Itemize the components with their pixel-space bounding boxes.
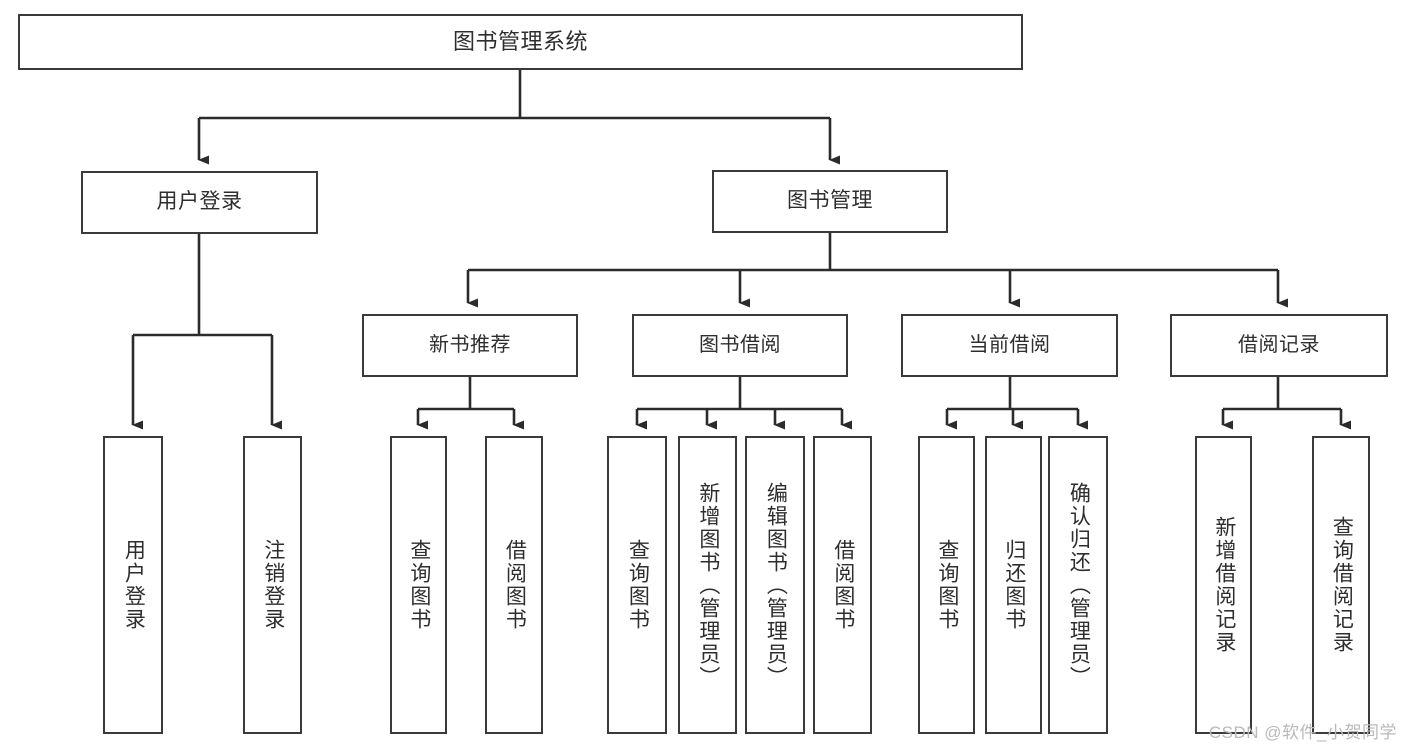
- node-label: 查询图书: [626, 539, 650, 631]
- node-user-login[interactable]: 用户登录: [81, 171, 318, 234]
- node-label: 注销登录: [261, 539, 285, 631]
- node-label: 新增借阅记录: [1212, 516, 1236, 654]
- node-label: 查询借阅记录: [1330, 516, 1354, 654]
- leaf-edit-book-admin[interactable]: 编辑图书（管理员）: [745, 436, 805, 734]
- node-label: 图书管理系统: [452, 29, 588, 55]
- node-label: 借阅记录: [1238, 334, 1320, 356]
- leaf-confirm-return-admin[interactable]: 确认归还（管理员）: [1048, 436, 1108, 734]
- node-label: 用户登录: [156, 190, 243, 214]
- leaf-borrow-book-recommend[interactable]: 借阅图书: [485, 436, 543, 734]
- node-label: 当前借阅: [968, 334, 1051, 356]
- leaf-user-login[interactable]: 用户登录: [103, 436, 163, 734]
- leaf-query-book-current[interactable]: 查询图书: [918, 436, 975, 734]
- node-label: 编辑图书（管理员）: [764, 481, 788, 689]
- node-label: 图书管理: [787, 189, 873, 213]
- node-book-management[interactable]: 图书管理: [712, 170, 948, 233]
- node-label: 借阅图书: [831, 539, 855, 631]
- node-label: 查询图书: [935, 539, 959, 631]
- leaf-add-book-admin[interactable]: 新增图书（管理员）: [678, 436, 737, 734]
- node-root[interactable]: 图书管理系统: [18, 14, 1023, 70]
- node-label: 新书推荐: [429, 334, 511, 356]
- leaf-borrow-book[interactable]: 借阅图书: [813, 436, 872, 734]
- node-label: 借阅图书: [503, 539, 527, 631]
- node-current-borrow[interactable]: 当前借阅: [901, 314, 1118, 377]
- node-label: 确认归还（管理员）: [1067, 481, 1091, 689]
- node-label: 用户登录: [122, 539, 146, 631]
- node-label: 查询图书: [407, 539, 431, 631]
- node-book-borrow[interactable]: 图书借阅: [632, 314, 848, 377]
- leaf-query-borrow-record[interactable]: 查询借阅记录: [1312, 436, 1370, 734]
- leaf-add-borrow-record[interactable]: 新增借阅记录: [1195, 436, 1252, 734]
- leaf-query-book-borrow[interactable]: 查询图书: [607, 436, 667, 734]
- leaf-return-book[interactable]: 归还图书: [985, 436, 1042, 734]
- leaf-query-book-recommend[interactable]: 查询图书: [390, 436, 447, 734]
- node-label: 新增图书（管理员）: [696, 481, 720, 689]
- node-label: 图书借阅: [699, 334, 781, 356]
- leaf-logout[interactable]: 注销登录: [243, 436, 302, 734]
- node-borrow-record[interactable]: 借阅记录: [1170, 314, 1388, 377]
- node-new-book-recommend[interactable]: 新书推荐: [362, 314, 578, 377]
- node-label: 归还图书: [1002, 539, 1026, 631]
